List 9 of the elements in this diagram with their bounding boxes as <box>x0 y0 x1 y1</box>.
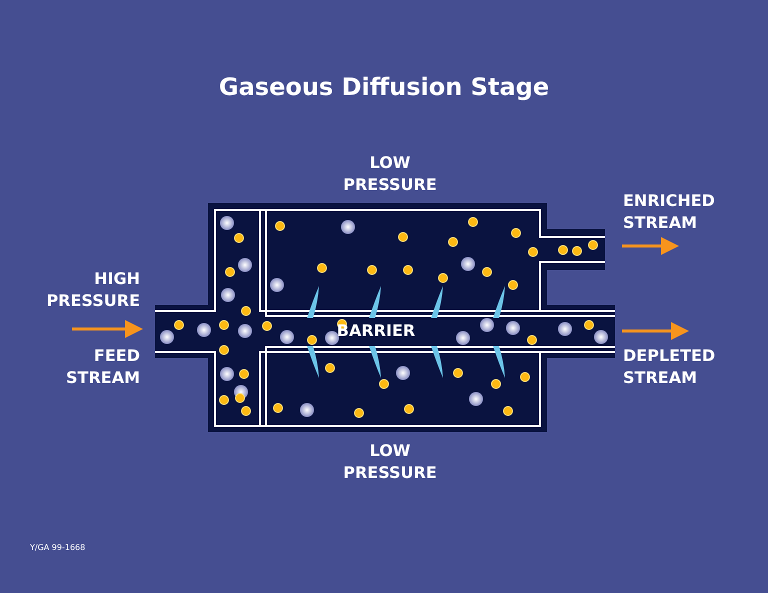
pressure-label: HIGH PRESSURE <box>45 268 140 312</box>
pressure-label: LOW PRESSURE <box>342 440 438 484</box>
barrier-label: BARRIER <box>336 320 416 342</box>
stream-label: FEED STREAM <box>65 345 140 389</box>
stream-label: DEPLETED STREAM <box>623 345 716 389</box>
title: Gaseous Diffusion Stage <box>218 72 550 102</box>
stream-label: ENRICHED STREAM <box>623 190 716 234</box>
pressure-label: LOW PRESSURE <box>342 152 438 196</box>
figure-code: Y/GA 99-1668 <box>30 543 86 553</box>
